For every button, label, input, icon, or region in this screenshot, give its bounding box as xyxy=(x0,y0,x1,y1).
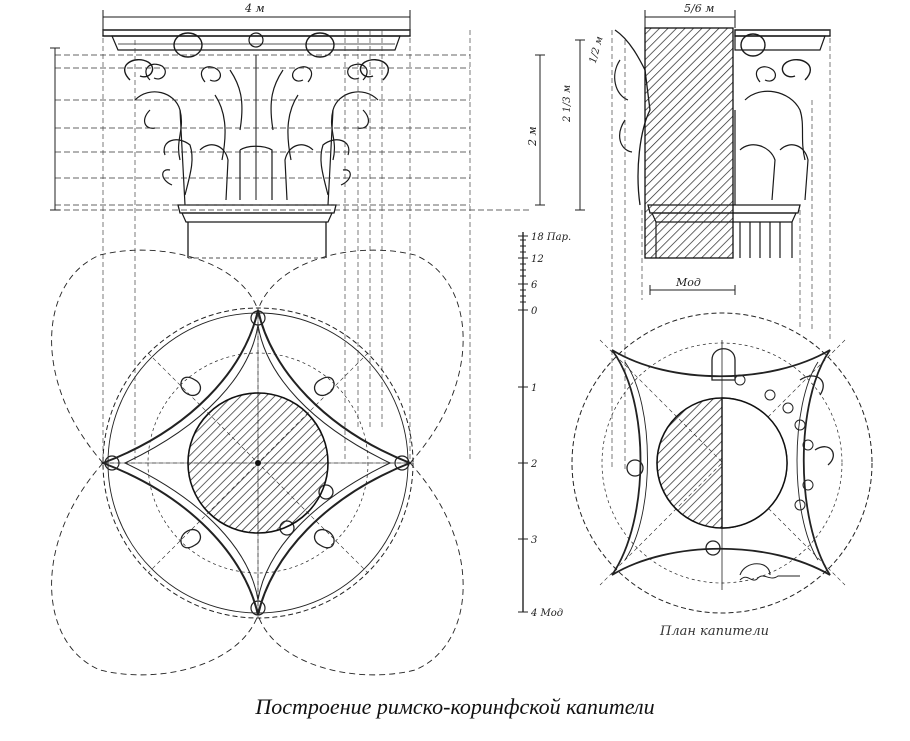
scale-tick-1: 1 xyxy=(531,383,537,394)
scale-tick-3: 3 xyxy=(531,535,537,546)
mod-label: Мод xyxy=(675,276,701,289)
mod-dimension xyxy=(649,285,736,295)
scale-tick-12: 12 xyxy=(531,254,544,265)
scale-tick-0: 0 xyxy=(531,306,538,317)
left-drop-lines xyxy=(102,30,471,460)
width-left-label: 4 м xyxy=(244,2,265,15)
left-construction-lines xyxy=(55,54,530,211)
height-two-third-label: 2 1/3 м xyxy=(562,85,573,123)
right-plan xyxy=(571,312,873,614)
signature xyxy=(739,575,800,581)
scale-top-label: 18 Пар. xyxy=(531,232,571,243)
figure-caption: Построение римско-коринфской капители xyxy=(255,694,655,719)
scale-tick-6: 6 xyxy=(531,280,538,291)
width-right-label: 5/6 м xyxy=(684,2,714,15)
left-height-dimension xyxy=(50,39,585,211)
height-two-label: 2 м xyxy=(526,126,539,147)
module-scale xyxy=(518,232,528,613)
scale-bottom-label: 4 Мод xyxy=(530,608,563,619)
right-section-hatch xyxy=(644,27,734,259)
left-elevation xyxy=(102,10,411,259)
scale-tick-2: 2 xyxy=(530,459,537,470)
half-label: 1/2 м xyxy=(588,35,606,64)
plan-caption: План капители xyxy=(660,624,769,639)
right-drop-lines xyxy=(611,30,831,470)
